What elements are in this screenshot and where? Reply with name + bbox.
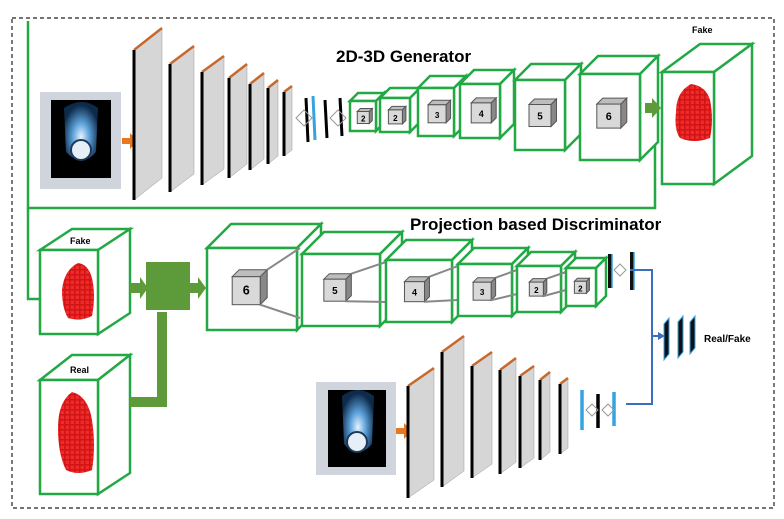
discriminator-image-layers xyxy=(406,334,616,499)
discriminator-image-layer xyxy=(538,371,551,461)
generator-layer xyxy=(266,79,279,165)
discriminator-cubes: 6 5 4 3 2 2 xyxy=(203,220,610,334)
generator-layer xyxy=(227,63,248,179)
discriminator-fake-label: Fake xyxy=(70,236,91,246)
generator-layer xyxy=(200,54,225,186)
red-voxel-shape xyxy=(62,263,94,320)
discriminator-cube: 4 xyxy=(382,236,476,326)
discriminator-image-layer xyxy=(498,357,517,475)
generator-layer xyxy=(282,85,293,157)
generator-layer xyxy=(248,72,265,171)
blue-connector-top xyxy=(630,269,663,337)
generator-layer xyxy=(132,27,163,201)
discriminator-image-layer xyxy=(440,334,465,488)
cube-label: 3 xyxy=(435,111,440,120)
output-label: Real/Fake xyxy=(704,334,751,345)
generator-cube: 6 xyxy=(576,52,662,164)
discriminator-input-image xyxy=(316,382,396,475)
generator-border xyxy=(26,21,657,210)
output-layer xyxy=(663,316,670,362)
arrow-icon xyxy=(645,98,661,118)
generator-to-discriminator-path xyxy=(26,208,40,301)
cube-label: 2 xyxy=(361,115,366,124)
discriminator-image-layer xyxy=(558,377,569,455)
discriminator-real-label: Real xyxy=(70,365,89,375)
generator-thin-layer xyxy=(323,99,329,139)
discriminator-cube: 2 xyxy=(562,254,610,310)
output-layers xyxy=(663,314,696,362)
generator-cube: 3 xyxy=(414,72,470,140)
output-layer xyxy=(689,314,696,356)
generator-layers xyxy=(132,27,347,201)
discriminator-image-layer xyxy=(406,366,435,499)
discriminator-fake-cube xyxy=(35,226,135,337)
discriminator-thin-layer xyxy=(608,254,612,288)
generator-cube: 4 xyxy=(456,66,518,142)
generator-fake-label: Fake xyxy=(692,25,713,35)
arrow-icon xyxy=(190,277,206,299)
cube-label: 4 xyxy=(479,109,484,119)
generator-thin-layer xyxy=(338,97,344,137)
generator-cube: 5 xyxy=(511,60,585,154)
discriminator-title: Projection based Discriminator xyxy=(410,215,662,234)
cube-label: 4 xyxy=(412,288,417,298)
red-voxel-shape xyxy=(675,84,712,141)
discriminator-real-cube xyxy=(36,352,134,497)
discriminator-image-layer xyxy=(518,364,535,469)
blue-connector-bottom xyxy=(626,336,653,405)
cube-label: 5 xyxy=(332,286,338,297)
generator-layer xyxy=(168,45,195,193)
generator-input-image xyxy=(40,92,121,189)
cube-label: 2 xyxy=(534,286,539,295)
discriminator-cube: 5 xyxy=(298,228,406,330)
output-layer xyxy=(677,314,684,360)
cube-label: 6 xyxy=(606,111,612,123)
cube-label: 5 xyxy=(537,112,543,123)
generator-thin-layer xyxy=(304,97,310,143)
merge-block-icon xyxy=(146,262,190,310)
cube-label: 3 xyxy=(480,288,485,297)
real-to-merge-path xyxy=(130,312,167,407)
cube-label: 2 xyxy=(393,114,398,123)
cube-label: 6 xyxy=(243,284,250,298)
arrow-icon xyxy=(130,277,148,299)
generator-title: 2D-3D Generator xyxy=(336,47,471,66)
generator-output-cube xyxy=(658,41,756,187)
generator-cube: 2 xyxy=(376,84,424,136)
discriminator-image-layer xyxy=(470,350,493,479)
red-voxel-shape xyxy=(58,392,94,473)
outer-border xyxy=(11,17,775,509)
arrow-icon xyxy=(658,332,665,340)
cube-label: 2 xyxy=(578,284,583,293)
generator-connector xyxy=(295,109,347,127)
generator-cubes: 2 2 3 4 5 6 xyxy=(346,52,662,164)
generator-thin-layer xyxy=(311,95,317,141)
